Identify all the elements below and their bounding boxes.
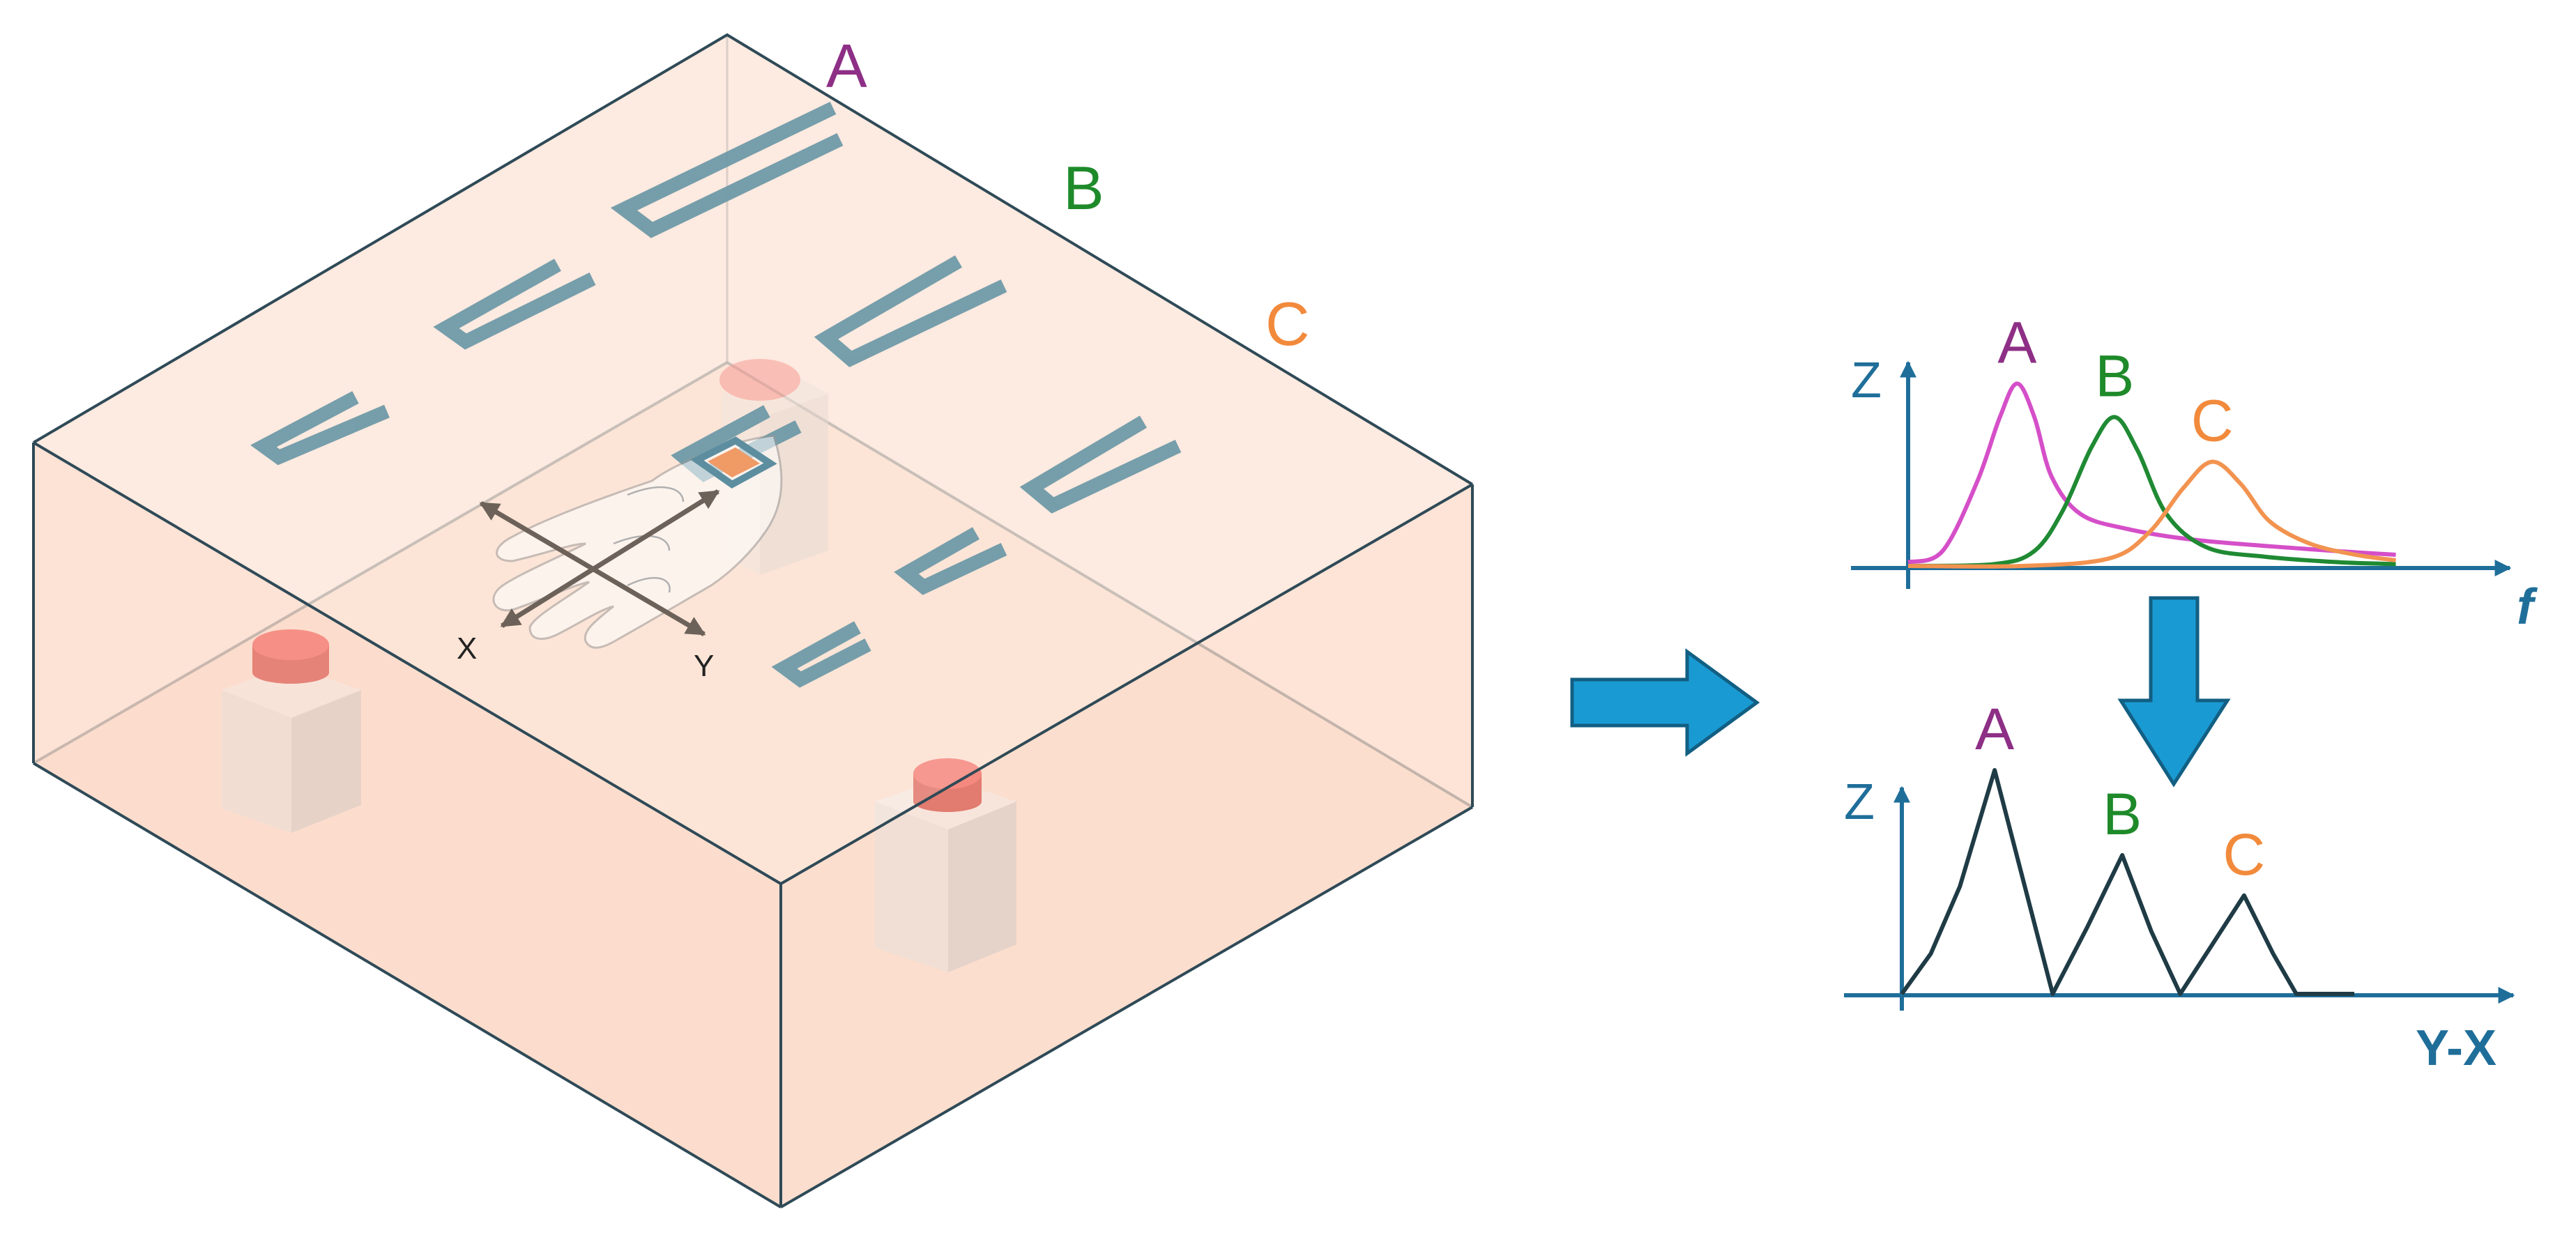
position-chart: Z Y-X A B C — [1844, 696, 2515, 1076]
down-arrow-icon — [2117, 596, 2231, 788]
chart-bottom-peak-label-c: C — [2223, 822, 2266, 887]
chart-top-peak-label-b: B — [2095, 343, 2134, 408]
y-axis-label: Y — [694, 649, 714, 683]
row-label-b: B — [1063, 153, 1104, 222]
chart-bottom-peak-label-a: A — [1975, 696, 2014, 762]
chart-bottom-xlabel: Y-X — [2416, 1020, 2497, 1076]
target-pad — [690, 436, 777, 489]
coil-b-large — [814, 255, 1007, 367]
scan-axes — [479, 489, 720, 637]
chart-bottom-ylabel: Z — [1844, 774, 1875, 830]
chart-top-series-line-b — [1907, 415, 2396, 568]
box-front-left-face — [33, 443, 781, 1207]
chart-top-series-line-c — [1907, 459, 2396, 569]
coil-c-mid — [894, 527, 1007, 595]
coil-a-mid — [433, 259, 596, 350]
chart-bottom-series-line — [1900, 768, 2354, 996]
chart-top-peak-label-a: A — [1997, 309, 2036, 375]
coil-c-large — [1019, 415, 1182, 514]
coil-c-small — [771, 621, 871, 688]
row-label-a: A — [826, 31, 867, 100]
right-arrow-icon — [1570, 648, 1760, 757]
row-label-c: C — [1265, 289, 1310, 358]
coil-a-large — [610, 101, 844, 238]
sensor-box: X Y A B C — [32, 31, 1474, 1209]
box-front-right-face — [781, 484, 1472, 1207]
chart-bottom-peak-label-b: B — [2103, 781, 2142, 847]
chart-top-peak-label-c: C — [2191, 388, 2234, 453]
y-axis-arrow — [500, 489, 720, 628]
chart-top-ylabel: Z — [1851, 353, 1882, 408]
x-axis-label: X — [457, 631, 477, 666]
frequency-chart: Z f ABC — [1851, 309, 2538, 635]
chart-top-series-line-a — [1907, 381, 2396, 565]
coil-a-small — [250, 391, 390, 466]
chart-top-xlabel: f — [2517, 579, 2538, 635]
